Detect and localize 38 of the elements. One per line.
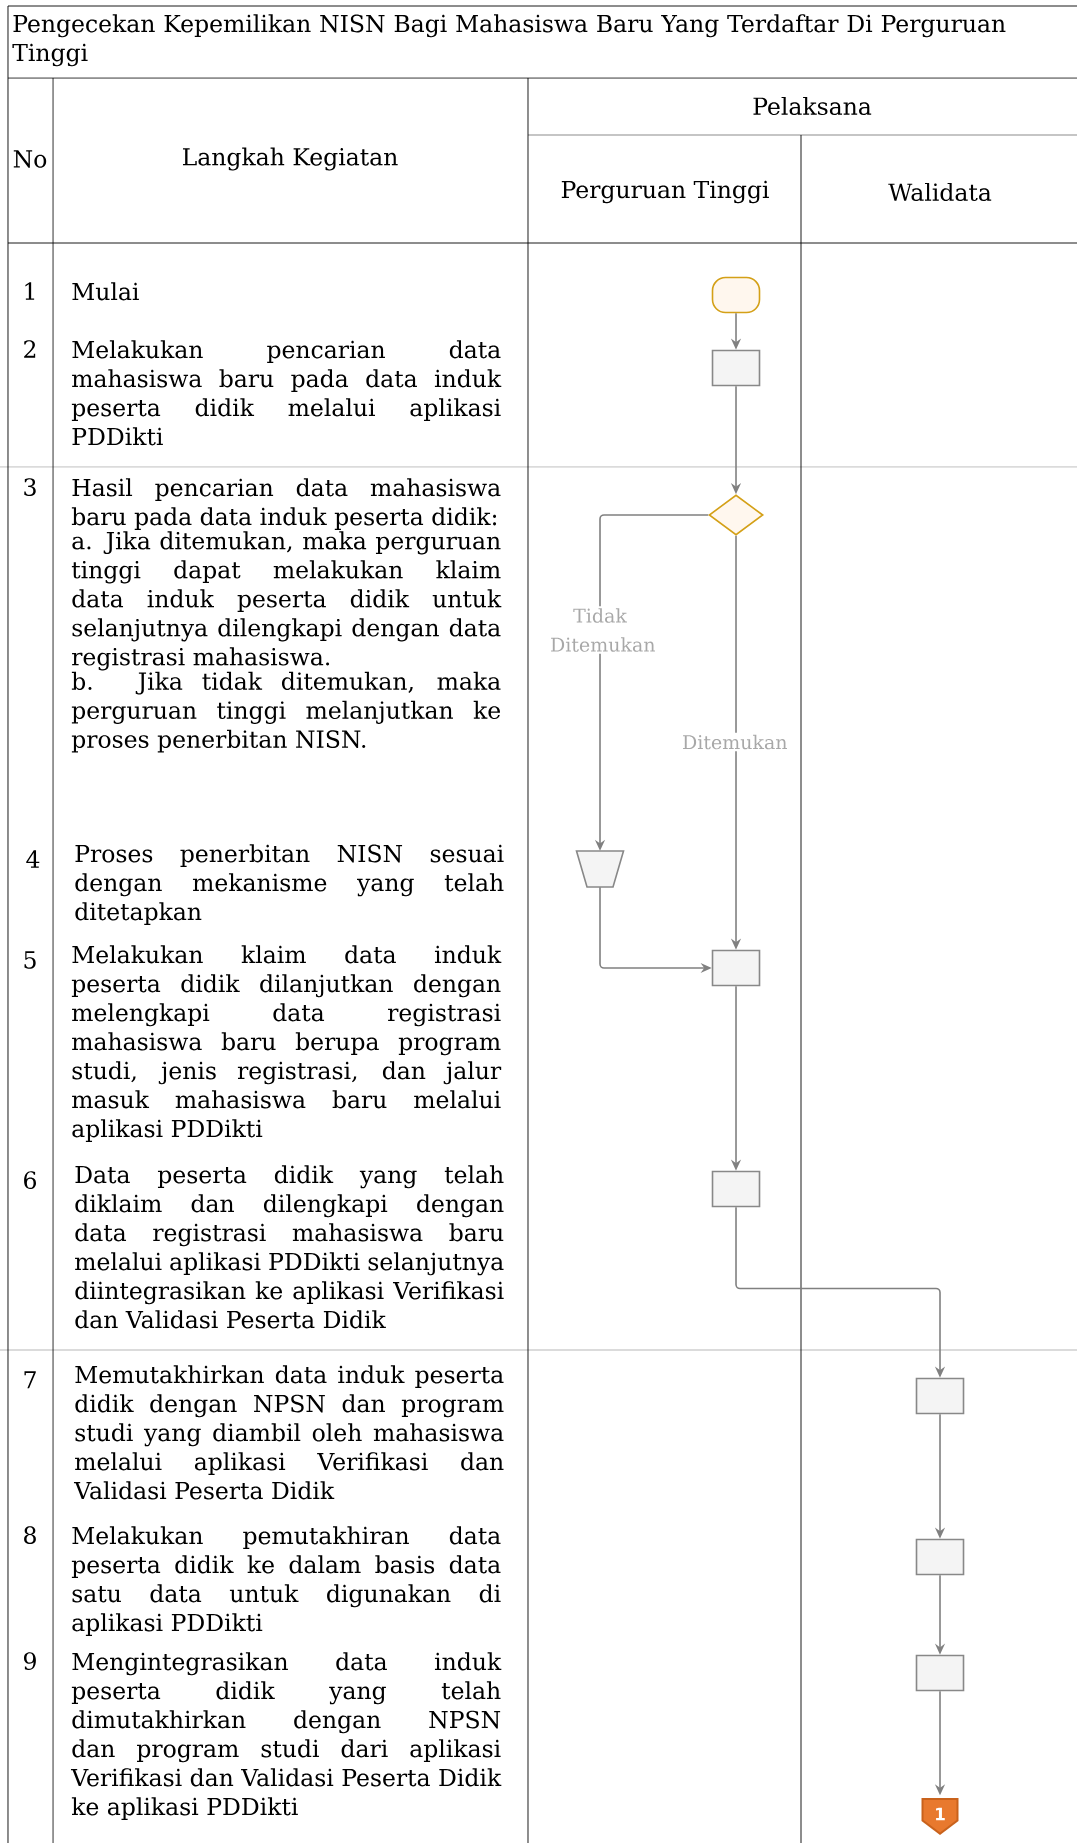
step-text: Mulai xyxy=(72,282,139,301)
step-text: Mengintegrasikan data induk peserta didik yang telah dimutakhirkan dengan NPSN dan program studi dari aplikasi Verifikasi dan Validasi Peserta Didik ke aplikasi PDDikti xyxy=(70,1652,502,1820)
step-number: 9 xyxy=(24,1652,36,1670)
process-box xyxy=(915,1538,965,1576)
step-text: Melakukan klaim data induk peserta didik dilanjutkan dengan melengkapi data registrasi mahasiswa baru berupa program studi, jenis registrasi, dan jalur masuk mahasiswa baru melalui aplikasi PDDikti xyxy=(71,945,502,1142)
column-header: Walidata xyxy=(888,182,992,202)
list-item: a. Jika ditemukan, maka perguruan tinggi dapat melakukan klaim data induk peserta didik untuk selanjutnya dilengkapi dengan data registrasi mahasiswa. xyxy=(71,531,502,671)
process-box xyxy=(711,949,761,987)
process-box xyxy=(711,1170,761,1208)
step-number: 1 xyxy=(25,282,35,300)
step-number: 5 xyxy=(24,951,36,969)
decision-diamond xyxy=(708,494,764,536)
step-number: 2 xyxy=(24,340,36,358)
step-number: 4 xyxy=(26,850,40,868)
off-page-connector: 1 xyxy=(921,1798,959,1835)
step-text: Hasil pencarian data mahasiswa baru pada data induk peserta didik: xyxy=(71,478,501,530)
step-number: 8 xyxy=(24,1526,36,1544)
step-text: Melakukan pemutakhiran data peserta didik ke dalam basis data satu data untuk digunakan di aplikasi PDDikti xyxy=(71,1526,501,1636)
step-text: Melakukan pencarian data mahasiswa baru pada data induk peserta didik melalui aplikasi PDDikti xyxy=(71,340,502,446)
manual-operation xyxy=(575,850,625,888)
process-box xyxy=(915,1654,965,1692)
step-number: 6 xyxy=(24,1171,36,1189)
step-text: Proses penerbitan NISN sesuai dengan mekanisme yang telah ditetapkan xyxy=(75,844,504,925)
step-text: Data peserta didik yang telah diklaim dan dilengkapi dengan data registrasi mahasiswa baru melalui aplikasi PDDikti selanjutnya diintegrasikan ke aplikasi Verifikasi dan Validasi Peserta Didik xyxy=(75,1165,504,1329)
process-box xyxy=(915,1377,965,1415)
table-title: Pengecekan Kepemilikan NISN Bagi Mahasiswa Baru Yang Terdaftar Di Perguruan Tinggi xyxy=(12,14,1006,67)
edge-label: Ditemukan xyxy=(683,734,787,750)
column-header: Pelaksana xyxy=(753,96,872,116)
step-text: Memutakhirkan data induk peserta didik dengan NPSN dan program studi yang diambil oleh mahasiswa melalui aplikasi Verifikasi dan Validasi Peserta Didik xyxy=(73,1365,504,1500)
column-header: Perguruan Tinggi xyxy=(561,180,769,204)
column-header: No xyxy=(13,150,47,168)
edge-label: Tidak Ditemukan xyxy=(551,608,655,652)
list-item: b. Jika tidak ditemukan, maka perguruan tinggi melanjutkan ke proses penerbitan NISN. xyxy=(71,671,501,753)
column-header: Langkah Kegiatan xyxy=(183,147,398,171)
step-number: 7 xyxy=(24,1371,36,1389)
step-number: 3 xyxy=(24,478,36,496)
process-box xyxy=(711,349,761,387)
terminator xyxy=(711,276,761,314)
